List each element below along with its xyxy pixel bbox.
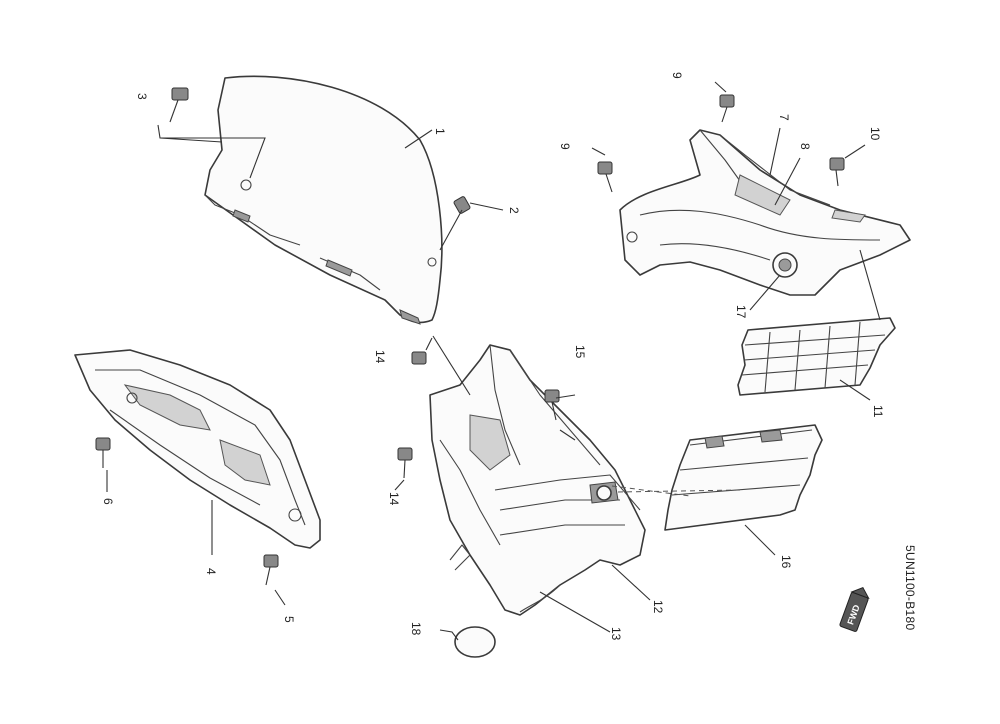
callout-numbers: 1 2 3 4 5 6 7 8 9 9 10 11 12 13 14 14 15… <box>101 72 885 641</box>
callout-3: 3 <box>135 93 149 100</box>
callout-15: 15 <box>573 345 587 359</box>
bolt-5 <box>263 554 279 586</box>
callout-16: 16 <box>779 555 793 569</box>
part-lower-fairing <box>429 344 646 616</box>
callout-5: 5 <box>282 616 296 623</box>
callout-1: 1 <box>433 128 447 135</box>
part-upper-cowling <box>619 129 911 296</box>
callout-7: 7 <box>777 114 791 121</box>
callout-10: 10 <box>868 127 882 141</box>
callout-4: 4 <box>204 568 218 575</box>
bolt-15 <box>544 389 560 421</box>
fwd-direction-badge: FWD <box>839 586 870 632</box>
part-under-cover <box>664 424 823 531</box>
callout-12: 12 <box>651 600 665 614</box>
callout-18: 18 <box>409 622 423 636</box>
callout-9-left: 9 <box>558 143 572 150</box>
callout-6: 6 <box>101 498 115 505</box>
part-side-panel <box>74 349 321 549</box>
callout-13: 13 <box>609 627 623 641</box>
bolt-10 <box>829 157 845 187</box>
fasteners <box>95 87 845 586</box>
bolt-9-left <box>597 161 613 193</box>
leader-lines <box>106 81 881 641</box>
bolt-2 <box>439 196 471 251</box>
callout-8: 8 <box>798 143 812 150</box>
callout-14-top: 14 <box>373 350 387 364</box>
callout-2: 2 <box>507 207 521 214</box>
bolt-14-top <box>411 337 433 365</box>
part-emblem <box>454 626 496 658</box>
drawing-code: 5UN1100-B180 <box>903 545 917 630</box>
bolt-6 <box>95 437 111 468</box>
part-grille <box>737 317 896 396</box>
callout-11: 11 <box>871 405 885 418</box>
bolt-3 <box>169 87 189 123</box>
callout-14-lower: 14 <box>387 492 401 506</box>
callout-9-top: 9 <box>670 72 684 79</box>
bolt-9-top <box>719 94 735 123</box>
callout-17: 17 <box>734 305 748 319</box>
bolt-14-lower <box>397 447 413 479</box>
part-windshield <box>204 75 443 325</box>
